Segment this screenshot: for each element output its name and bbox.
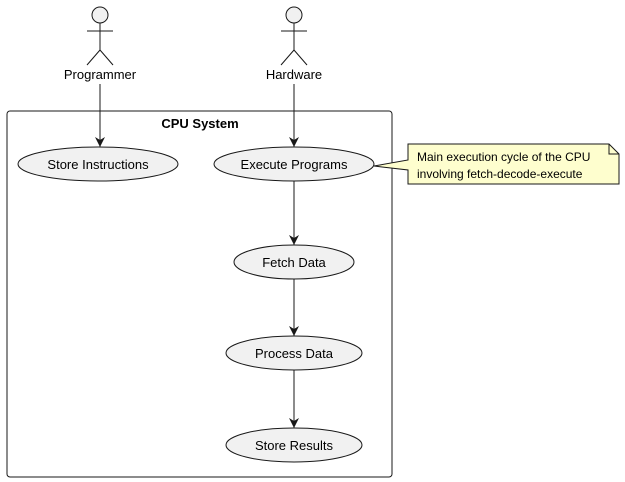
use-case-process-data: Process Data [225, 335, 363, 371]
actor-stick-figure-icon [280, 6, 308, 66]
actor-programmer: Programmer [64, 6, 137, 82]
actor-label: Programmer [64, 67, 137, 82]
edges [95, 84, 299, 428]
actor-stick-figure-icon [86, 6, 114, 66]
note-line-2: involving fetch-decode-execute [417, 167, 583, 181]
use-case-store-instructions: Store Instructions [17, 146, 179, 182]
use-case-execute-programs: Execute Programs [213, 146, 375, 182]
use-case-label: Execute Programs [241, 157, 348, 172]
system-boundary: CPU System [6, 110, 393, 478]
actor-hardware: Hardware [266, 6, 322, 82]
use-case-store-results: Store Results [225, 427, 363, 463]
note-shape [373, 143, 620, 185]
use-case-label: Store Results [255, 438, 334, 453]
actor-label: Hardware [266, 67, 322, 82]
use-case-label: Process Data [255, 346, 334, 361]
use-case-label: Store Instructions [47, 157, 149, 172]
use-case-fetch-data: Fetch Data [233, 244, 355, 280]
note: Main execution cycle of the CPU involvin… [373, 143, 620, 185]
note-line-1: Main execution cycle of the CPU [417, 150, 590, 164]
use-case-label: Fetch Data [262, 255, 326, 270]
system-title: CPU System [161, 116, 238, 131]
